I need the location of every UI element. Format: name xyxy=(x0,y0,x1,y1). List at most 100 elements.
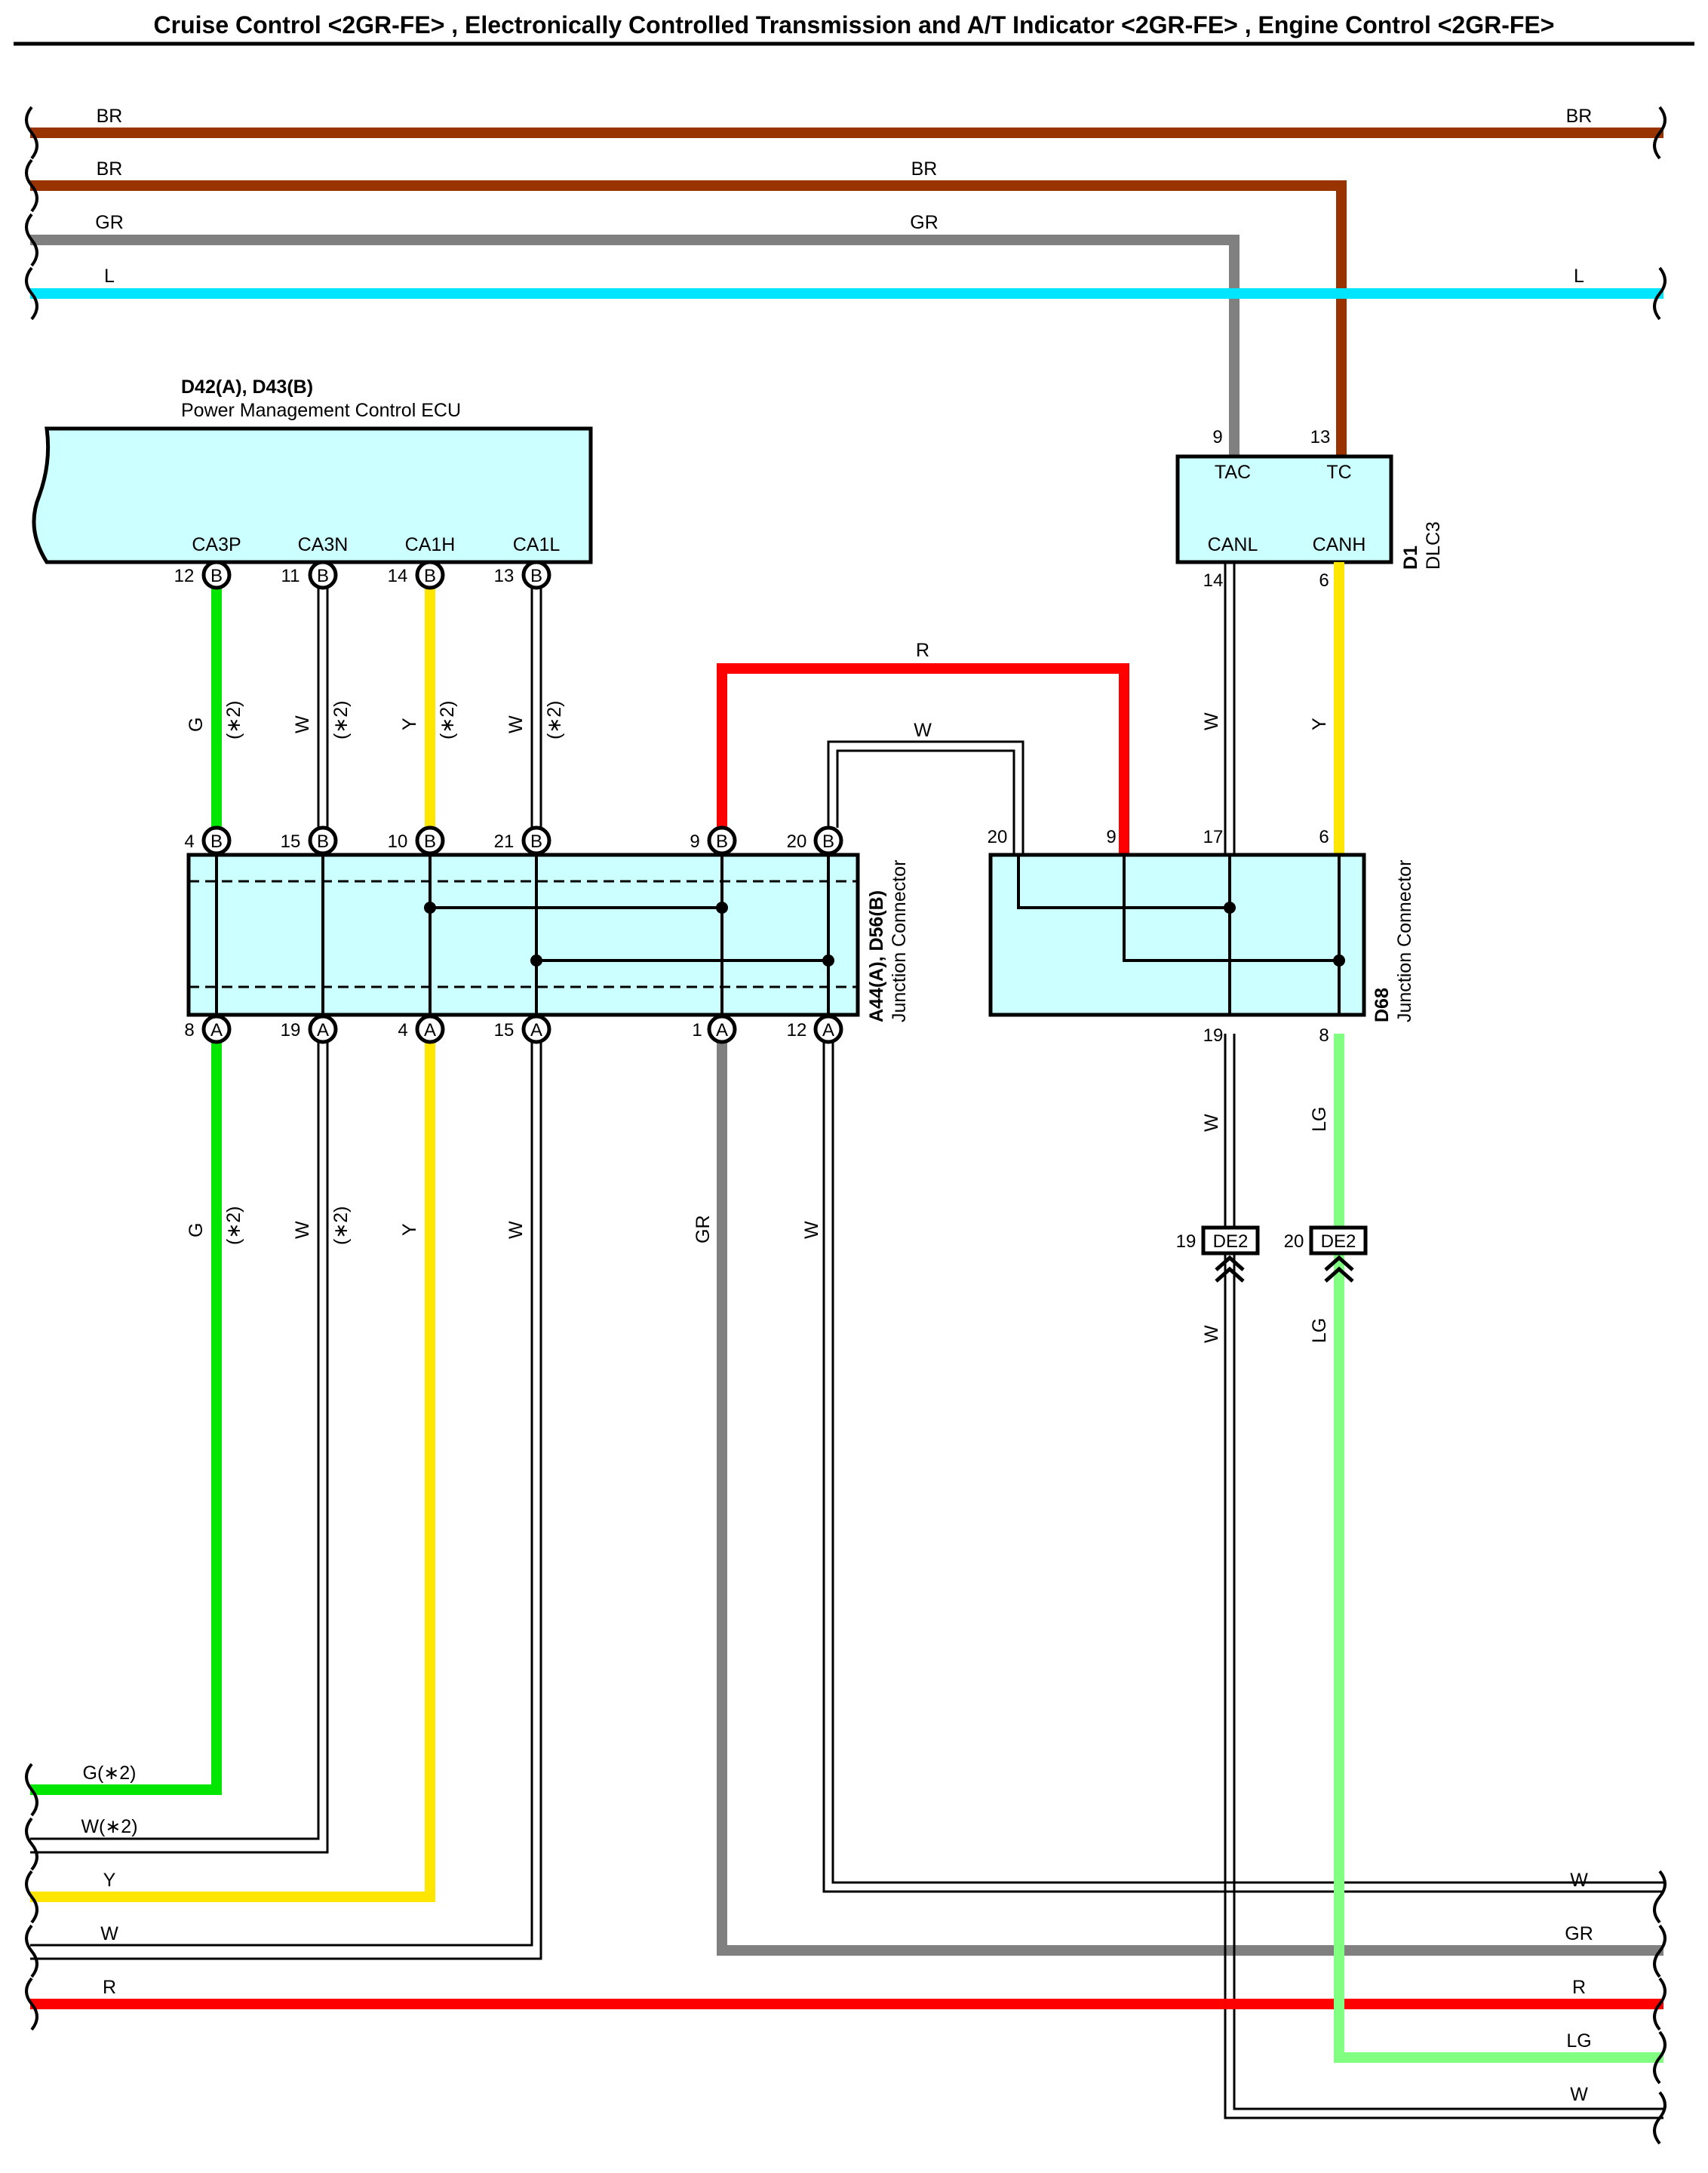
wire-label: (∗2) xyxy=(330,1206,352,1245)
bus-label: LG xyxy=(1566,2030,1591,2052)
bus-label: L xyxy=(1574,266,1584,287)
wire-label: GR xyxy=(693,1216,714,1244)
top-bus: BR BR GR L BR GR BR L xyxy=(25,106,1667,456)
jc1-name: Junction Connector xyxy=(889,860,910,1022)
pin-conn: B xyxy=(530,566,542,586)
pin-number: 12 xyxy=(174,566,195,586)
terminal-name: CA3P xyxy=(192,534,241,555)
bus-label: BR xyxy=(1566,106,1593,127)
break-mark xyxy=(1653,2030,1667,2085)
bus-label: W(∗2) xyxy=(81,1816,137,1837)
wire-w-edge xyxy=(30,1034,320,1840)
terminal-name: TC xyxy=(1326,462,1351,483)
pin-number: 4 xyxy=(398,1020,407,1040)
wire-label: LG xyxy=(1309,1318,1330,1343)
junction-connector-a44-d56: A44(A), D56(B) Junction Connector xyxy=(186,853,910,1022)
pin-number: 19 xyxy=(1176,1231,1197,1252)
pin-number: 20 xyxy=(787,831,807,852)
break-mark xyxy=(1653,266,1667,321)
pin-circle xyxy=(415,1014,445,1044)
wire-label: (∗2) xyxy=(330,700,352,739)
wire-w-edge xyxy=(30,1034,329,1854)
pin-conn: B xyxy=(716,831,728,852)
wire-label: W xyxy=(505,715,527,733)
terminal-name: CANL xyxy=(1208,534,1258,555)
jc1-top-pin: B 10 xyxy=(388,825,445,856)
break-mark xyxy=(25,158,38,213)
jc1-bottom-pin: A 8 xyxy=(184,1014,232,1044)
pin-conn: B xyxy=(822,831,834,852)
jc1-top-pin: B 21 xyxy=(494,825,551,856)
bus-label: W xyxy=(100,1923,118,1944)
bottom-bus: G(∗2) W(∗2) Y W R W GR R LG W xyxy=(25,1763,1667,2145)
loop-wires: R W xyxy=(717,640,1129,855)
pin-number: 4 xyxy=(184,831,194,852)
jc1-top-pin: B 15 xyxy=(281,825,338,856)
de2-chevron-icon xyxy=(1215,1255,1245,1283)
bus-label: R xyxy=(1572,1977,1586,1998)
wire-w-edge xyxy=(822,1034,1663,1893)
wire-label: Y xyxy=(399,718,420,730)
bus-label: Y xyxy=(103,1870,116,1891)
pin-number: 20 xyxy=(1284,1231,1304,1252)
pin-conn: B xyxy=(210,566,223,586)
bus-label: W xyxy=(1570,2084,1588,2105)
break-mark xyxy=(25,1977,38,2031)
terminal-name: TAC xyxy=(1215,462,1251,483)
jc1-top-pin: B 4 xyxy=(184,825,232,856)
ecu-name: Power Management Control ECU xyxy=(181,400,461,421)
junction-dot xyxy=(716,902,728,914)
wire-label: (∗2) xyxy=(223,1206,244,1245)
pin-number: 8 xyxy=(184,1020,194,1040)
page-title: Cruise Control <2GR-FE> , Electronically… xyxy=(154,11,1555,38)
jc1-bottom-pin: A 19 xyxy=(281,1014,338,1044)
wire-y xyxy=(30,1034,435,1902)
dlc3-name: DLC3 xyxy=(1423,521,1444,570)
pin-number: 12 xyxy=(787,1020,807,1040)
pin-number: 9 xyxy=(1106,827,1116,847)
d68-name: Junction Connector xyxy=(1394,860,1415,1022)
pin-conn: A xyxy=(530,1020,542,1040)
pin-number: 15 xyxy=(281,831,301,852)
pin-circle xyxy=(707,1014,737,1044)
jc1-code: A44(A), D56(B) xyxy=(866,890,887,1022)
dlc3-box xyxy=(1175,454,1393,564)
de2-chevron-icon xyxy=(1324,1255,1354,1283)
terminal-name: CANH xyxy=(1313,534,1366,555)
bus-label: GR xyxy=(95,212,124,233)
break-mark xyxy=(1653,1924,1667,1978)
upper-wires: G (∗2) W (∗2) Y (∗2) W (∗2) xyxy=(186,581,565,828)
pin-number: 13 xyxy=(494,566,515,586)
junction-dot xyxy=(530,954,542,967)
pin-conn: B xyxy=(317,566,329,586)
wire-label: Y xyxy=(1309,718,1330,730)
bus-label: GR xyxy=(910,212,938,233)
bus-label: G(∗2) xyxy=(83,1763,137,1784)
pin-conn: B xyxy=(210,831,223,852)
break-mark xyxy=(1653,2091,1667,2145)
wire-label: (∗2) xyxy=(437,700,458,739)
pin-number: 21 xyxy=(494,831,515,852)
pin-number: 20 xyxy=(988,827,1008,847)
terminal-name: CA3N xyxy=(298,534,349,555)
pin-circle xyxy=(308,825,338,856)
break-mark xyxy=(25,1924,38,1978)
pin-number: 10 xyxy=(388,831,408,852)
break-mark xyxy=(25,213,38,267)
junction-dot xyxy=(424,902,436,914)
d68-box xyxy=(988,853,1366,1017)
pin-number: 14 xyxy=(388,566,408,586)
wire-gr-2 xyxy=(717,1034,1663,1956)
bus-label: BR xyxy=(97,106,123,127)
wire-label: W xyxy=(292,1221,313,1239)
wire-label: R xyxy=(916,640,929,661)
pin-number: 11 xyxy=(281,566,300,586)
d68-code: D68 xyxy=(1372,988,1393,1022)
pin-number: 9 xyxy=(690,831,699,852)
pin-number: 9 xyxy=(1212,427,1222,447)
wire-w-loop-outer xyxy=(827,740,1024,855)
wire-label: W xyxy=(505,1221,527,1239)
wire-g xyxy=(30,1034,222,1795)
pin-number: 6 xyxy=(1319,827,1329,847)
wire-label: W xyxy=(1201,712,1222,730)
